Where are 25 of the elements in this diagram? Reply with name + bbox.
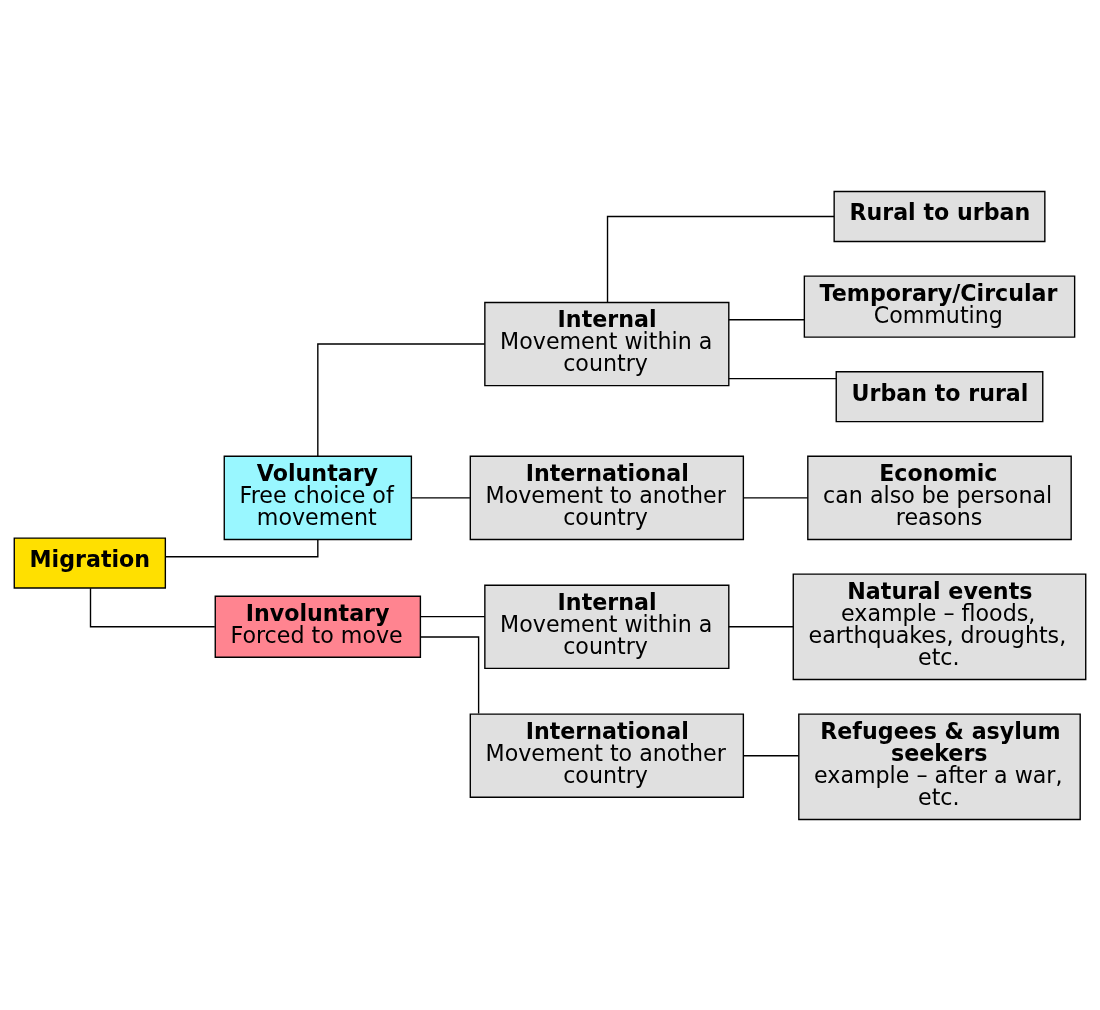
node-box: Rural to urban (833, 190, 1046, 242)
connector (742, 496, 809, 499)
connector (89, 587, 216, 627)
node-box: Natural events example – floods, earthquakes, droughts, etc. (792, 572, 1087, 680)
connector (410, 496, 471, 499)
connector (728, 318, 805, 320)
node-box: Migration (13, 536, 167, 589)
node-box: Urban to rural (835, 370, 1044, 422)
node-box: Internal Movement within a country (484, 301, 730, 386)
connector (606, 215, 835, 303)
node-box: International Movement to another country (469, 712, 745, 798)
node-box: Refugees & asylum seekers example – after a war, etc. (798, 712, 1081, 820)
connector (728, 625, 794, 627)
connector (165, 538, 319, 557)
node-box: Voluntary Free choice of movement (223, 455, 413, 540)
node-box: Economic can also be personal reasons (807, 455, 1072, 540)
connector (317, 342, 486, 457)
node-box: Internal Movement within a country (484, 584, 730, 669)
connector (742, 754, 800, 756)
connector (728, 377, 837, 379)
node-box: Involuntary Forced to move (214, 595, 422, 658)
node-box: Temporary/Circular Commuting (803, 274, 1076, 338)
connector (419, 615, 486, 617)
connector (419, 635, 480, 714)
node-box: International Movement to another country (469, 455, 745, 540)
